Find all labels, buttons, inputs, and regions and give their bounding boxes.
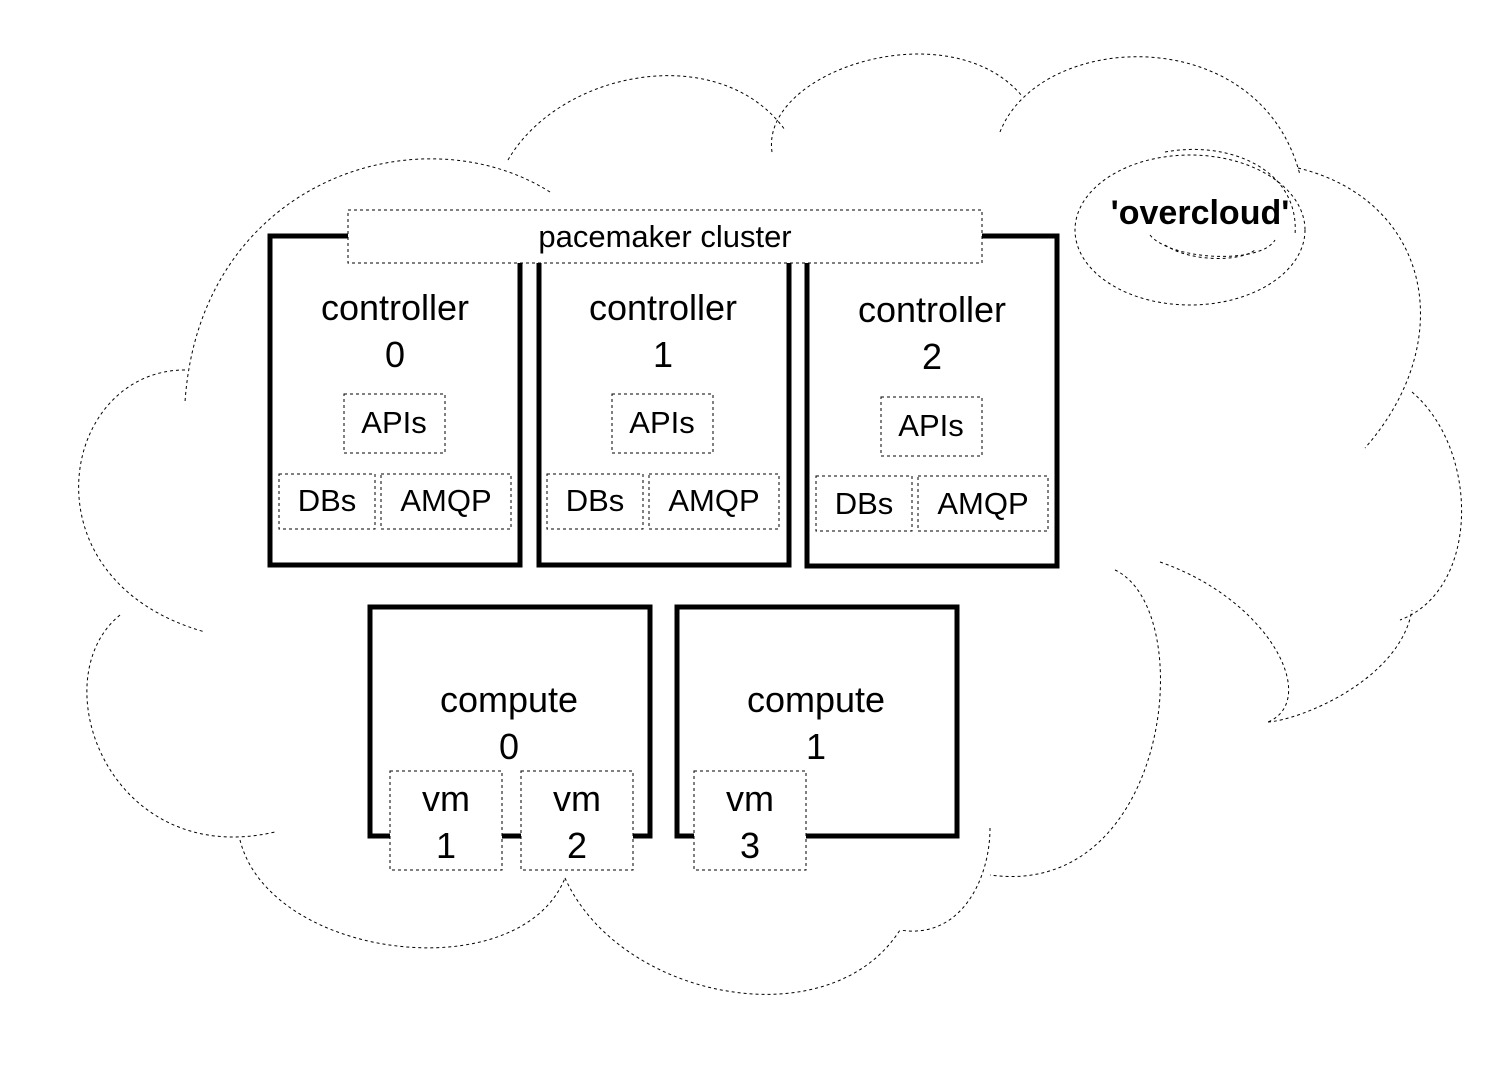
- controller-0-dbs-label: DBs: [298, 483, 357, 518]
- vm-1-box: [389, 770, 503, 871]
- compute-1-index: 1: [806, 726, 826, 767]
- controller-2-name: controller: [858, 289, 1006, 330]
- controller-1-amqp-box: [648, 473, 780, 530]
- cloud-outline: [78, 53, 1462, 995]
- vm-2-box: [520, 770, 634, 871]
- pacemaker-cluster-label: pacemaker cluster: [538, 219, 791, 254]
- vm-2-index: 2: [567, 825, 587, 866]
- controller-2-amqp-box: [917, 475, 1049, 532]
- controller-node-1: controller 1 APIs DBs AMQP: [536, 262, 792, 568]
- compute-0-name: compute: [440, 679, 578, 720]
- controller-2-index: 2: [922, 336, 942, 377]
- vm-3-index: 3: [740, 825, 760, 866]
- compute-0-index: 0: [499, 726, 519, 767]
- controller-node-0: controller 0 APIs DBs AMQP: [267, 233, 523, 568]
- vm-3-name: vm: [726, 778, 774, 819]
- compute-node-1: compute 1 vm 3: [674, 604, 960, 871]
- controller-node-2: controller 2 APIs DBs AMQP: [804, 233, 1060, 569]
- compute-1-name: compute: [747, 679, 885, 720]
- controller-1-amqp-label: AMQP: [668, 483, 759, 518]
- compute-node-0: compute 0 vm 1 vm 2: [367, 604, 653, 871]
- controller-0-index: 0: [385, 334, 405, 375]
- vm-1-name: vm: [422, 778, 470, 819]
- vm-2-name: vm: [553, 778, 601, 819]
- controller-2-amqp-label: AMQP: [937, 486, 1028, 521]
- controller-0-apis-label: APIs: [361, 405, 426, 440]
- pacemaker-cluster-box: [347, 209, 983, 264]
- controller-0-name: controller: [321, 287, 469, 328]
- controller-1-apis-label: APIs: [629, 405, 694, 440]
- controller-0-apis-box: [343, 393, 446, 454]
- controller-1-name: controller: [589, 287, 737, 328]
- controller-1-dbs-label: DBs: [566, 483, 625, 518]
- controller-0-dbs-box: [278, 473, 376, 530]
- controller-1-index: 1: [653, 334, 673, 375]
- overcloud-label: 'overcloud': [1111, 194, 1290, 232]
- vm-1-index: 1: [436, 825, 456, 866]
- controller-0-amqp-label: AMQP: [400, 483, 491, 518]
- controller-1-apis-box: [611, 393, 714, 454]
- controller-1-dbs-box: [546, 473, 644, 530]
- controller-0-amqp-box: [380, 473, 512, 530]
- controller-2-dbs-label: DBs: [835, 486, 894, 521]
- controller-2-apis-label: APIs: [898, 408, 963, 443]
- controller-2-apis-box: [880, 396, 983, 457]
- cloud-swirl: [1074, 148, 1306, 306]
- pacemaker-cluster: pacemaker cluster: [347, 209, 983, 264]
- vm-3-box: [693, 770, 807, 871]
- controller-2-dbs-box: [815, 475, 913, 532]
